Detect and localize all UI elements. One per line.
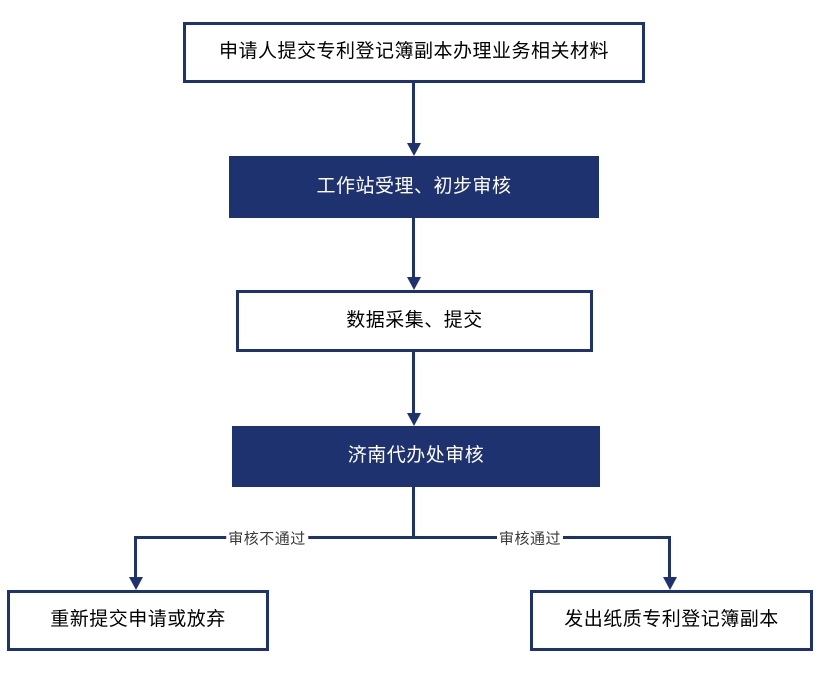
arrow-down-icon — [129, 577, 143, 590]
node-jinan-office-review: 济南代办处审核 — [232, 426, 600, 487]
branch-horizontal-line — [134, 536, 671, 539]
connector-line-3 — [412, 352, 415, 414]
node-data-collection: 数据采集、提交 — [236, 290, 593, 352]
connector-line-4 — [412, 487, 415, 539]
branch-left-line — [134, 536, 137, 578]
node-resubmit-or-abandon: 重新提交申请或放弃 — [7, 590, 269, 651]
connector-line-2 — [412, 218, 415, 278]
arrow-down-icon — [407, 277, 421, 290]
node-workstation-review: 工作站受理、初步审核 — [229, 156, 599, 218]
branch-label-review-pass: 审核通过 — [496, 527, 564, 549]
node-applicant-submit: 申请人提交专利登记簿副本办理业务相关材料 — [183, 22, 645, 83]
branch-label-review-fail: 审核不通过 — [226, 527, 308, 549]
connector-line-1 — [412, 82, 415, 144]
node-issue-paper-copy: 发出纸质专利登记簿副本 — [530, 590, 813, 651]
arrow-down-icon — [663, 577, 677, 590]
branch-right-line — [668, 536, 671, 578]
arrow-down-icon — [407, 413, 421, 426]
arrow-down-icon — [407, 143, 421, 156]
